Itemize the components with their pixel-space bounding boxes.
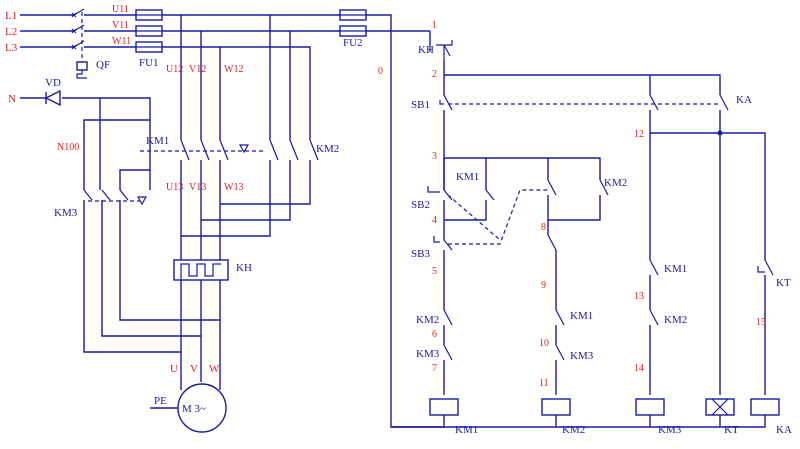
qf-breaker: [71, 8, 88, 79]
label-n100: N100: [57, 142, 79, 153]
label-v11: V11: [112, 20, 129, 31]
label-km1-contact-a: KM1: [456, 171, 479, 183]
km2-main-contacts: [238, 139, 319, 161]
node-7: 7: [432, 363, 437, 374]
label-km3-contact-b: KM3: [416, 348, 440, 360]
label-km1-contact-d: KM1: [664, 263, 687, 275]
node-0: 0: [378, 66, 383, 77]
label-sb2: SB2: [411, 199, 430, 211]
label-ka-contact: KA: [736, 94, 752, 106]
label-u12: U12: [166, 64, 183, 75]
motor-label: M 3~: [182, 403, 206, 415]
label-km1-contact-c: KM1: [570, 310, 593, 322]
label-n: N: [8, 93, 16, 105]
label-fu1: FU1: [139, 57, 159, 69]
label-km2-contact-d: KM2: [664, 314, 687, 326]
node-3: 3: [432, 151, 437, 162]
label-v12: V12: [189, 64, 206, 75]
sb3-button: [433, 189, 548, 251]
label-km3-contact-c: KM3: [570, 350, 594, 362]
junction-dots: [717, 130, 723, 136]
node-4: 4: [432, 215, 437, 226]
vd-diode: [44, 89, 61, 107]
coil-label-km3: KM3: [658, 424, 682, 436]
node-5: 5: [432, 266, 437, 277]
label-sb3: SB3: [411, 248, 430, 260]
kh-control-contact: [429, 40, 453, 60]
label-kh-thermal: KH: [236, 262, 252, 274]
label-kh-control: KH: [418, 44, 434, 56]
label-l3: L3: [5, 42, 18, 54]
label-km2-contact-b: KM2: [416, 314, 439, 326]
km3-contacts: [83, 189, 148, 206]
label-qf: QF: [96, 59, 110, 71]
coil-label-kt: KT: [724, 424, 739, 436]
node-2: 2: [432, 69, 437, 80]
label-km1-main: KM1: [146, 135, 169, 147]
label-v13: V13: [189, 182, 206, 193]
sb2-button: [427, 186, 501, 241]
label-l2: L2: [5, 26, 17, 38]
control-wiring: [391, 31, 766, 428]
node-12: 12: [634, 129, 644, 140]
node-1: 1: [432, 20, 437, 31]
label-fu2: FU2: [343, 37, 363, 49]
label-w: W: [209, 363, 220, 375]
label-km2-contact-a: KM2: [604, 177, 627, 189]
node-15: 15: [756, 317, 766, 328]
fu2-fuses: [339, 9, 367, 37]
label-u11: U11: [112, 4, 129, 15]
label-km3-main: KM3: [54, 207, 78, 219]
label-u: U: [170, 363, 178, 375]
node-13: 13: [634, 291, 644, 302]
label-w11: W11: [112, 36, 131, 47]
label-km2-main: KM2: [316, 143, 339, 155]
coil-label-km1: KM1: [455, 424, 478, 436]
label-l1: L1: [5, 10, 17, 22]
node-6: 6: [432, 329, 437, 340]
label-v: V: [190, 363, 198, 375]
kh-thermal-relay: [173, 259, 229, 281]
node-11: 11: [539, 378, 549, 389]
fu1-fuses: [135, 9, 163, 53]
label-pe: PE: [154, 395, 167, 407]
label-vd: VD: [45, 77, 61, 89]
node-8: 8: [541, 222, 546, 233]
coil-label-ka: KA: [776, 424, 792, 436]
node-9: 9: [541, 280, 546, 291]
label-sb1: SB1: [411, 99, 430, 111]
power-wiring: [20, 12, 650, 428]
control-contacts: [443, 94, 774, 361]
node-14: 14: [634, 363, 644, 374]
label-u13: U13: [166, 182, 183, 193]
motor: [177, 383, 227, 433]
coils: [429, 398, 780, 416]
node-10: 10: [539, 338, 549, 349]
label-w12: W12: [224, 64, 243, 75]
label-w13: W13: [224, 182, 243, 193]
label-kt-contact: KT: [776, 277, 791, 289]
sb1-button: [439, 94, 720, 111]
coil-label-km2: KM2: [562, 424, 585, 436]
